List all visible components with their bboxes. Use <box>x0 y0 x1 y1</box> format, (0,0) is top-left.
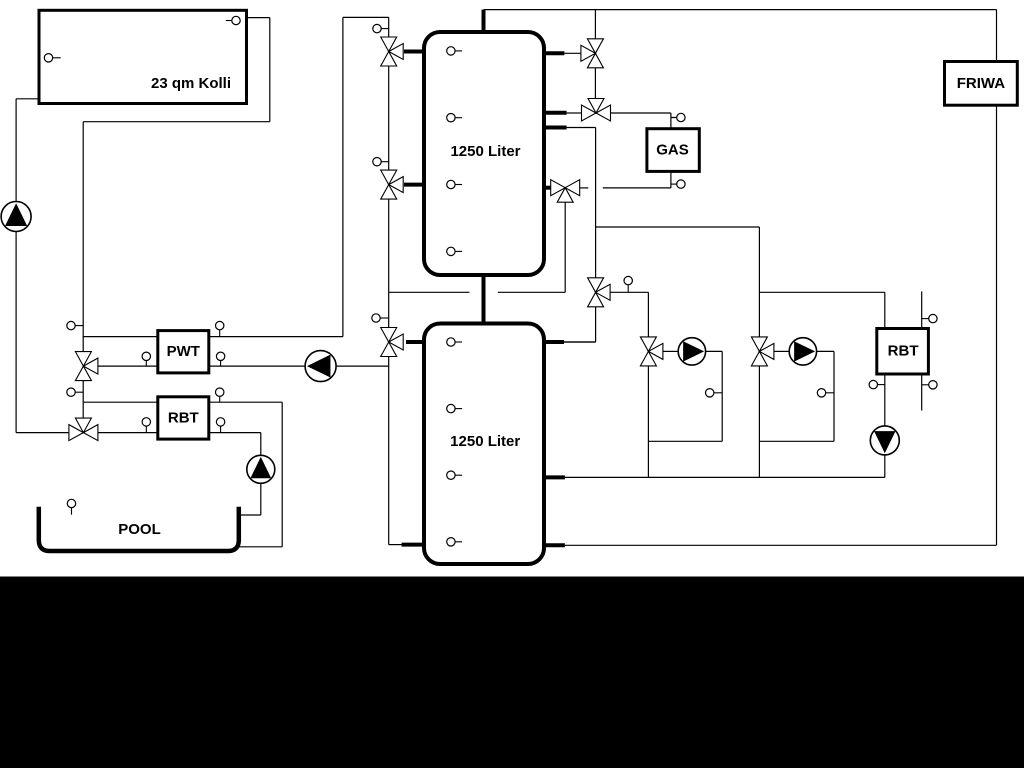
svg-text:PWT: PWT <box>167 343 200 360</box>
svg-text:RBT: RBT <box>888 343 919 360</box>
svg-text:FRIWA: FRIWA <box>957 75 1005 92</box>
svg-text:1250 Liter: 1250 Liter <box>450 143 520 160</box>
svg-text:POOL: POOL <box>118 521 161 538</box>
svg-text:GAS: GAS <box>656 142 689 159</box>
svg-text:1250 Liter: 1250 Liter <box>450 433 520 450</box>
svg-text:RBT: RBT <box>168 409 199 426</box>
svg-text:23 qm Kolli: 23 qm Kolli <box>151 75 231 92</box>
